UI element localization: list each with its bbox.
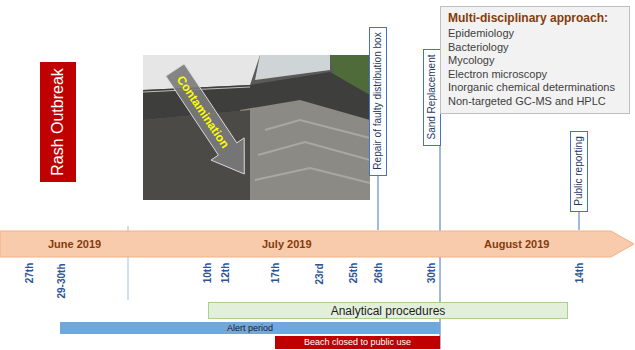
date-label: 26th: [374, 263, 384, 284]
photo-caption: Contamination: [175, 74, 232, 151]
date-label: 10th: [203, 263, 213, 284]
method-item: Epidemiology: [448, 27, 622, 41]
methods-box: Multi-disciplinary approach:Epidemiology…: [440, 6, 630, 114]
method-item: Inorganic chemical determinations: [448, 81, 622, 95]
month-label: July 2019: [262, 239, 312, 250]
milestone-text: Rash Outbreak: [50, 68, 66, 176]
timeline-body: [0, 231, 634, 257]
event-box: Rash Outbreak: [40, 62, 76, 182]
date-label: 25th: [349, 263, 359, 284]
bar-text: Analytical procedures: [331, 305, 446, 317]
timeline-arrow: June 2019 July 2019 August 2019: [0, 230, 635, 258]
date-label: 27th: [25, 263, 35, 284]
date-label: 17th: [271, 263, 281, 284]
milestone-box: Repair of faulty distribution box: [369, 27, 387, 176]
method-item: Non-targeted GC-MS and HPLC: [448, 95, 622, 109]
photo-stripe: [258, 142, 370, 160]
method-item: Bacteriology: [448, 41, 622, 55]
method-item: Electron microscopy: [448, 68, 622, 82]
bar-text: Beach closed to public use: [304, 338, 411, 347]
date-label: 14th: [575, 263, 585, 284]
month-label: August 2019: [484, 239, 549, 250]
date-label: 29-30th: [57, 263, 67, 298]
photo-building: [143, 55, 260, 90]
milestone-text: Sand Replacement: [427, 55, 437, 140]
date-label: 12th: [221, 263, 231, 284]
method-item: Mycology: [448, 54, 622, 68]
photo-ground: [143, 55, 370, 200]
period-bar: Beach closed to public use: [275, 336, 440, 349]
milestone-text: Public reporting: [574, 137, 584, 206]
date-label: 23rd: [315, 263, 325, 284]
bar-text: Alert period: [227, 324, 273, 333]
period-bar: Alert period: [60, 322, 440, 334]
date-label: 30th: [427, 263, 437, 284]
milestone-box: Sand Replacement: [423, 49, 441, 146]
milestone-box: Public reporting: [570, 131, 588, 212]
milestone-text: Repair of faulty distribution box: [373, 33, 383, 170]
beach-photo: [143, 55, 370, 200]
leader-line: [378, 176, 379, 230]
photo-stripe: [255, 168, 370, 183]
contamination-arrow: [166, 64, 245, 174]
photo-sand: [240, 100, 370, 200]
leader-line: [579, 212, 580, 230]
month-label: June 2019: [48, 239, 101, 250]
photo-stripe: [265, 120, 370, 138]
period-bar: Analytical procedures: [208, 302, 568, 319]
box-heading: Multi-disciplinary approach:: [448, 11, 622, 26]
